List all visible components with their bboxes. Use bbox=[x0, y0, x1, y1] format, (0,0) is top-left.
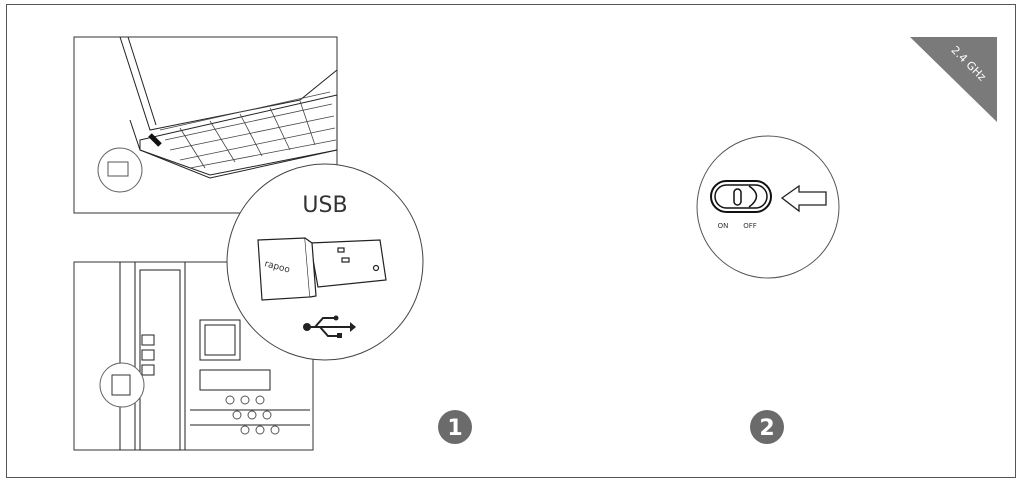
laptop-illustration bbox=[73, 36, 338, 214]
step-1-marker: 1 bbox=[438, 410, 472, 444]
usb-icon bbox=[303, 315, 356, 338]
arrow-left-icon bbox=[780, 184, 827, 213]
switch-off-label: OFF bbox=[743, 222, 757, 230]
usb-receiver-icon: rapoo bbox=[257, 237, 387, 301]
usb-receiver-callout: USB rapoo bbox=[226, 163, 424, 361]
switch-on-label: ON bbox=[718, 222, 729, 230]
usb-label: USB bbox=[302, 193, 347, 218]
desktop-tower-illustration bbox=[73, 261, 314, 451]
step-2-number: 2 bbox=[759, 416, 774, 441]
frequency-badge: 2.4 GHz bbox=[910, 37, 997, 122]
power-switch-icon bbox=[710, 180, 772, 213]
power-switch-callout: ON OFF bbox=[696, 135, 840, 279]
step-1-number: 1 bbox=[447, 416, 462, 441]
diagram-frame bbox=[6, 4, 1016, 478]
step-2-marker: 2 bbox=[750, 410, 784, 444]
